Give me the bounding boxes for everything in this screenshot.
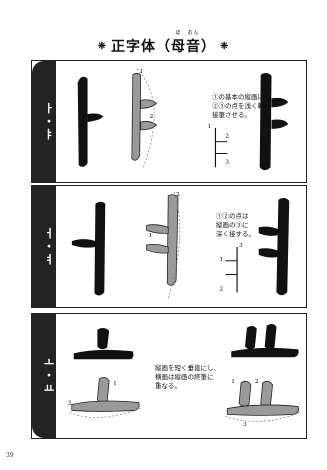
section-content: 2 1 3 1 2 ①②の点は 縦画の③に 深く接する。 bbox=[56, 186, 306, 307]
calligraphy-illustration: 1 2 1 2 3 bbox=[77, 68, 289, 171]
section-label: ㅓ・ㅕ bbox=[42, 227, 55, 266]
instruction-text: ①②の点は 縦画の③に 深く接する。 bbox=[216, 212, 255, 238]
stroke-number-1: 1 bbox=[113, 381, 117, 387]
title-ruby-bo: ぼ bbox=[175, 30, 182, 36]
side-tab: ㅏ・ㅑ bbox=[32, 61, 56, 182]
ornament-icon: ❈ bbox=[220, 40, 230, 52]
section-o-yo: ㅗ・ㅛ 1 2 1 bbox=[31, 313, 307, 439]
title-char-bo: ぼ母 bbox=[171, 30, 186, 56]
title-char-on-text: 音 bbox=[186, 39, 201, 55]
instruction-text: ①の基本の縦画に、 ②③の点を浅く軽く 接筆させる。 bbox=[212, 93, 271, 119]
stroke-number-2: 2 bbox=[176, 192, 180, 198]
instruction-text: 縦画を短く垂直にし、 横画は縦画の終筆に 重なる。 bbox=[155, 364, 220, 390]
side-tab: ㅗ・ㅛ bbox=[32, 314, 56, 438]
stroke-number-3b: 3 bbox=[243, 422, 247, 428]
title-suffix: ） bbox=[201, 39, 216, 55]
section-a-ya: ㅏ・ㅑ 1 2 1 2 3 bbox=[31, 60, 307, 183]
calligraphy-illustration: 2 1 3 1 2 bbox=[71, 191, 290, 299]
section-label: ㅏ・ㅑ bbox=[42, 102, 55, 141]
diagram-number-3: 3 bbox=[239, 243, 243, 249]
page-number: 39 bbox=[6, 452, 14, 459]
stroke-number-1: 1 bbox=[149, 233, 153, 239]
diagram-number-1: 1 bbox=[208, 124, 212, 130]
title-prefix: 正字体（ bbox=[111, 39, 171, 55]
section-eo-yeo: ㅓ・ㅕ 2 1 3 1 2 bbox=[31, 185, 307, 308]
section-content: 1 2 1 2 3 縦画を短く垂直にし、 横画は縦画の終筆に 重なる。 bbox=[56, 314, 306, 438]
title-char-bo-text: 母 bbox=[171, 39, 186, 55]
stroke-number-2b: 2 bbox=[255, 379, 259, 385]
diagram-number-1: 1 bbox=[219, 257, 223, 263]
calligraphy-illustration: 1 2 1 2 3 bbox=[68, 324, 301, 428]
stroke-number-2: 2 bbox=[68, 401, 72, 407]
stroke-number-2: 2 bbox=[150, 114, 154, 120]
title-ruby-on: おん bbox=[187, 30, 200, 36]
section-content: 1 2 1 2 3 ①の基本の縦画に、 ②③の点を浅く軽く 接筆させる。 bbox=[56, 61, 306, 182]
title-char-on: おん音 bbox=[186, 30, 201, 56]
diagram-number-3: 3 bbox=[225, 159, 229, 165]
stroke-number-1: 1 bbox=[140, 69, 144, 75]
ornament-icon: ❈ bbox=[97, 40, 107, 52]
diagram-number-2: 2 bbox=[225, 134, 229, 140]
section-label: ㅗ・ㅛ bbox=[42, 356, 55, 396]
side-tab: ㅓ・ㅕ bbox=[32, 186, 56, 307]
diagram-number-2: 2 bbox=[219, 286, 223, 292]
page-title: ❈正字体（ぼ母おん音）❈ bbox=[0, 30, 327, 56]
stroke-number-1b: 1 bbox=[231, 379, 235, 385]
